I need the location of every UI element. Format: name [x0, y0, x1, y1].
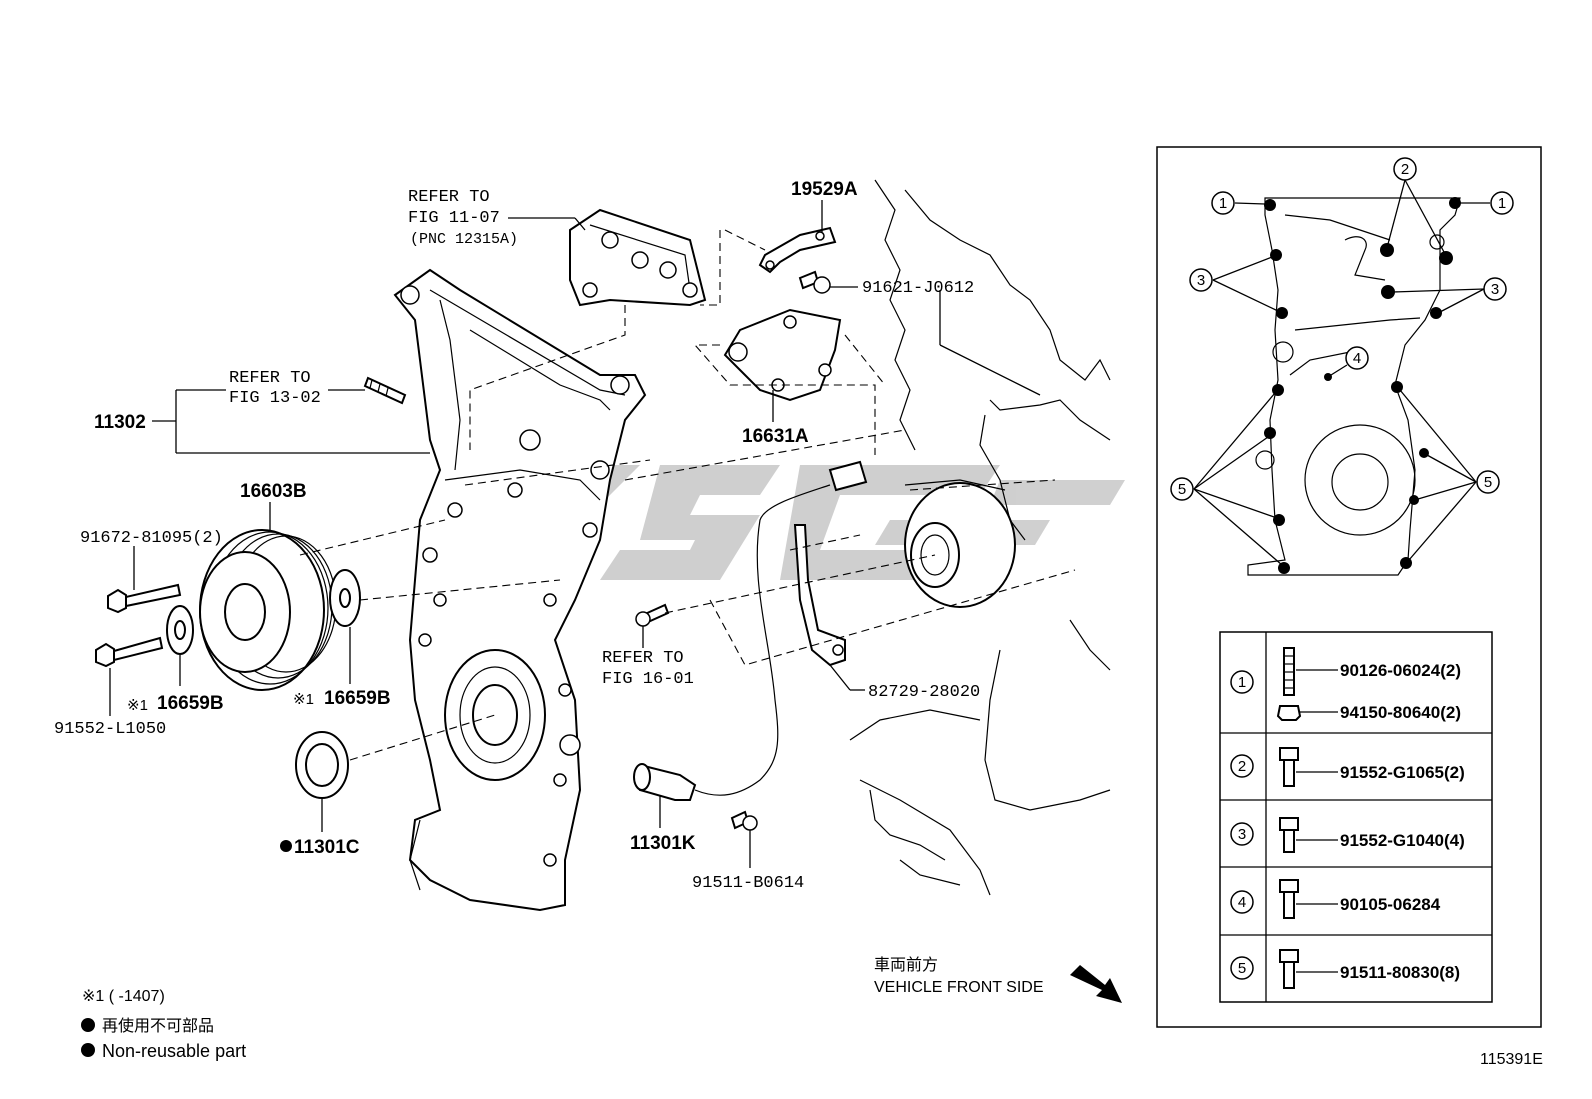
table-row: 1 90126-06024(2) 94150-80640(2): [1230, 647, 1461, 722]
refer-fig-16-01-label: REFER TO FIG 16-01: [602, 649, 694, 689]
svg-text:FIG 16-01: FIG 16-01: [602, 670, 694, 689]
vehicle-front-direction: 車両前方 VEHICLE FRONT SIDE: [874, 956, 1122, 1003]
inset-callouts: 1 1 2 3 3 4 5 5: [1170, 157, 1514, 501]
direction-arrow-icon: [1070, 965, 1122, 1003]
svg-text:91552-G1065(2): 91552-G1065(2): [1340, 763, 1465, 782]
washer-16659b-left: [166, 605, 194, 655]
svg-text:1: 1: [1238, 674, 1246, 691]
part-label-11301c: 11301C: [294, 837, 360, 858]
svg-text:5: 5: [1178, 481, 1186, 498]
bolt-91672: [107, 583, 182, 614]
table-row: 5 91511-80830(8): [1230, 949, 1460, 989]
svg-text:5: 5: [1484, 474, 1492, 491]
part-label-11301k: 11301K: [630, 833, 696, 854]
table-row: 3 91552-G1040(4): [1230, 817, 1465, 853]
svg-text:2: 2: [1238, 758, 1246, 775]
svg-text:5: 5: [1238, 960, 1246, 977]
harness-clamp-82729: [793, 524, 846, 667]
svg-text:3: 3: [1491, 281, 1499, 298]
part-label-16603b: 16603B: [240, 481, 307, 502]
washer-16659b-right: [329, 569, 361, 627]
nonreusable-jp: 再使用不可部品: [102, 1017, 214, 1035]
svg-text:90105-06284: 90105-06284: [1340, 895, 1441, 914]
svg-text:4: 4: [1353, 350, 1361, 367]
part-label-91552-l1050: 91552-L1050: [54, 720, 166, 739]
nonreusable-marker: [280, 840, 292, 852]
part-label-16659b-right: 16659B: [324, 688, 391, 709]
direction-jp: 車両前方: [874, 956, 938, 974]
part-label-91621: 91621-J0612: [862, 279, 974, 298]
pulley-16603b: [199, 529, 337, 691]
notes: ※1 ( -1407) 再使用不可部品 Non-reusable part: [81, 988, 246, 1061]
nonreusable-en: Non-reusable part: [102, 1041, 246, 1061]
bolt-location-inset: 1 1 2 3 3 4 5 5 1: [1156, 146, 1542, 1028]
figure-code: 115391E: [1480, 1051, 1543, 1068]
svg-text:4: 4: [1238, 894, 1246, 911]
svg-text:91552-G1040(4): 91552-G1040(4): [1340, 831, 1465, 850]
bolt-91552-l1050: [95, 636, 164, 668]
svg-text:FIG 13-02: FIG 13-02: [229, 389, 321, 408]
svg-text:REFER TO: REFER TO: [229, 369, 311, 388]
svg-text:1: 1: [1498, 195, 1506, 212]
leader-lines: [109, 200, 1076, 868]
svg-text:(PNC 12315A): (PNC 12315A): [410, 231, 518, 248]
engine-mount-bracket: [569, 208, 707, 307]
direction-en: VEHICLE FRONT SIDE: [874, 979, 1044, 996]
refer-fig-13-02-label: REFER TO FIG 13-02: [229, 369, 321, 408]
bracket-19529a: [758, 226, 837, 274]
mark-note-1: ※1: [127, 697, 148, 714]
bolt-fig-16-01: [635, 603, 670, 627]
bolt-91621: [798, 270, 831, 294]
refer-fig-11-07-label: REFER TO FIG 11-07 (PNC 12315A): [408, 188, 518, 248]
table-row: 2 91552-G1065(2): [1230, 747, 1465, 787]
part-label-11302: 11302: [94, 412, 146, 433]
oil-seal-11301c: [295, 731, 349, 799]
part-label-16631a: 16631A: [742, 426, 809, 447]
part-label-19529a: 19529A: [791, 179, 858, 200]
date-note: ※1 ( -1407): [82, 988, 165, 1005]
part-label-82729: 82729-28020: [868, 683, 980, 702]
svg-text:91511-80830(8): 91511-80830(8): [1340, 963, 1460, 982]
svg-text:3: 3: [1197, 272, 1205, 289]
timing-chain-cover: [393, 268, 647, 912]
fastener-table: 1 90126-06024(2) 94150-80640(2) 2: [1219, 631, 1493, 1003]
stud-fig-13-02: [363, 376, 407, 405]
bolt-91511-b0614: [730, 810, 758, 831]
crank-position-sensor: [633, 460, 868, 801]
svg-text:2: 2: [1401, 161, 1409, 178]
part-label-16659b-left: 16659B: [157, 693, 224, 714]
svg-text:90126-06024(2): 90126-06024(2): [1340, 661, 1461, 680]
svg-text:94150-80640(2): 94150-80640(2): [1340, 703, 1461, 722]
svg-text:1: 1: [1219, 195, 1227, 212]
part-label-91511-b0614: 91511-B0614: [692, 874, 804, 893]
mark-note-2: ※1: [293, 691, 314, 708]
svg-text:REFER TO: REFER TO: [602, 649, 684, 668]
svg-text:REFER TO: REFER TO: [408, 188, 490, 207]
part-label-91672: 91672-81095(2): [80, 529, 223, 548]
svg-text:FIG 11-07: FIG 11-07: [408, 209, 500, 228]
bracket-16631a: [723, 308, 842, 402]
table-row: 4 90105-06284: [1230, 879, 1441, 919]
svg-text:3: 3: [1238, 826, 1246, 843]
